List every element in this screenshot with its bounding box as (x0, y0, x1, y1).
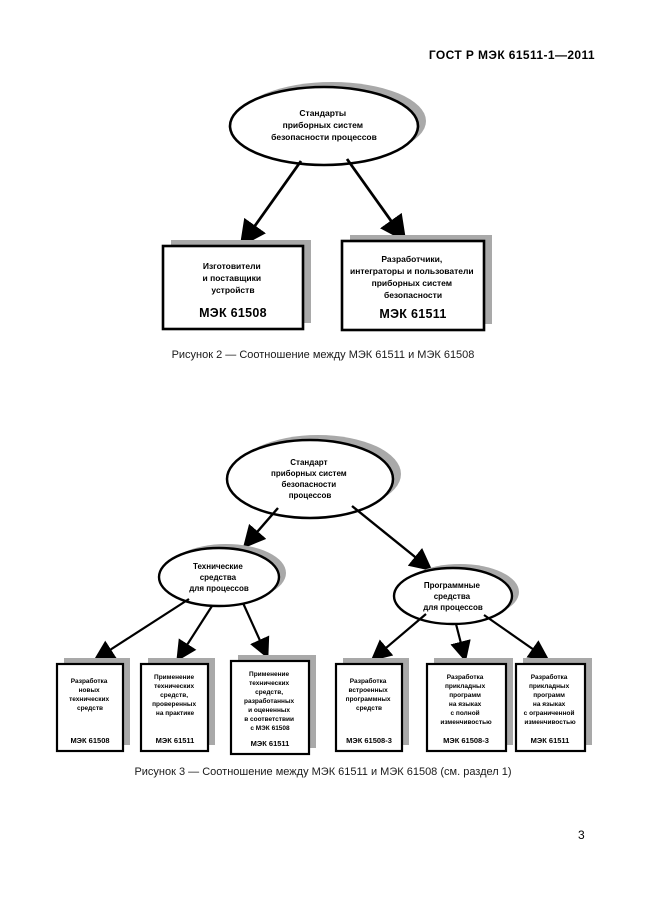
fig3-box-5: Разработка прикладных программ на языках… (425, 658, 513, 753)
svg-text:Изготовители и поста: Изготовители и поставщики устройств (203, 261, 264, 295)
svg-text:Разработка встроенны: Разработка встроенных программных средст… (346, 677, 393, 712)
fig3-arrow-hw-to-box3 (241, 602, 270, 659)
fig2-left-box: Изготовители и поставщики устройств МЭК … (161, 240, 311, 331)
fig2-caption: Рисунок 2 — Соотношение между МЭК 61511 … (171, 349, 475, 361)
fig3-box-4-standard: МЭК 61508-3 (346, 736, 392, 745)
fig3-box-4: Разработка встроенных программных средст… (334, 658, 409, 753)
fig3-arrow-sw-to-box6 (483, 614, 550, 661)
svg-text:Разработка новых: Разработка новых технических средств (69, 677, 111, 712)
svg-text:Разработка прикладны: Разработка прикладных программ на языках… (524, 673, 577, 726)
fig3-arrow-sw-to-box4 (370, 613, 427, 662)
svg-text:Стандарт приборных с: Стандарт приборных систем безопасности п… (271, 458, 349, 500)
fig3-caption: Рисунок 3 — Соотношение между МЭК 61511 … (134, 766, 512, 778)
fig3-hw-ellipse: Технические средства для процессов (157, 544, 286, 608)
fig2-arrow-root-to-right-box (345, 158, 407, 243)
fig2-right-box-standard: МЭК 61511 (379, 307, 446, 321)
fig3-box-1-standard: МЭК 61508 (70, 736, 109, 745)
fig3-arrow-hw-to-box1 (93, 598, 190, 661)
page-number: 3 (578, 828, 585, 842)
svg-text:Разработчики, интегр: Разработчики, интеграторы и пользователи… (350, 254, 476, 300)
svg-text:Стандарты приборных: Стандарты приборных систем безопасности … (271, 108, 377, 142)
svg-text:Применение техническ: Применение технических средств, разработ… (244, 671, 296, 732)
fig3-root-ellipse: Стандарт приборных систем безопасности п… (225, 435, 401, 520)
svg-text:Применение техническ: Применение технических средств, проверен… (152, 674, 198, 717)
fig3-box-6-standard: МЭК 61511 (531, 736, 570, 745)
fig2-root-ellipse: Стандарты приборных систем безопасности … (228, 82, 426, 167)
fig3-arrow-root-to-sw (351, 505, 433, 572)
page-header-standard-number: ГОСТ Р МЭК 61511-1—2011 (428, 48, 595, 62)
fig3-arrow-sw-to-box5 (450, 623, 471, 663)
fig3-arrow-hw-to-box2 (176, 605, 213, 662)
svg-text:Программные средства: Программные средства для процессов (423, 581, 483, 612)
fig2-left-box-standard: МЭК 61508 (199, 306, 267, 320)
fig3-box-2-standard: МЭК 61511 (156, 736, 195, 745)
fig3-box-3: Применение технических средств, разработ… (229, 655, 316, 756)
fig2-diagram: Стандарты приборных систем безопасности … (161, 82, 492, 332)
svg-text:Разработка прикладны: Разработка прикладных программ на языках… (440, 673, 492, 726)
fig3-box-2: Применение технических средств, проверен… (139, 658, 215, 753)
svg-text:Технические средства: Технические средства для процессов (189, 562, 249, 593)
fig3-diagram: Стандарт приборных систем безопасности п… (55, 435, 592, 756)
fig3-box-5-standard: МЭК 61508-3 (443, 736, 489, 745)
fig3-box-3-standard: МЭК 61511 (251, 739, 290, 748)
fig3-sw-ellipse: Программные средства для процессов (392, 564, 519, 626)
fig3-box-1: Разработка новых технических средств МЭК… (55, 658, 130, 753)
fig2-right-box: Разработчики, интеграторы и пользователи… (340, 235, 492, 332)
fig3-box-6: Разработка прикладных программ на языках… (514, 658, 592, 753)
fig3-arrow-root-to-hw (242, 507, 279, 549)
fig2-arrow-root-to-left-box (239, 160, 303, 248)
